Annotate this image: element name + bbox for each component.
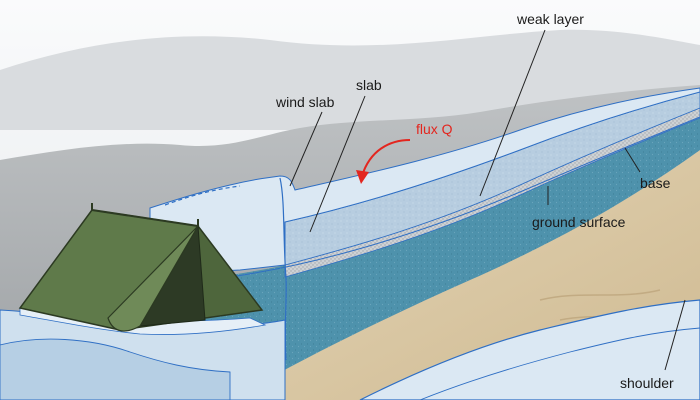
label-weak-layer: weak layer (516, 11, 584, 27)
label-flux: flux Q (416, 121, 453, 137)
shoulder-snow (359, 299, 700, 400)
label-shoulder: shoulder (620, 375, 674, 391)
tent-icon (18, 203, 267, 335)
label-ground-surface: ground surface (532, 214, 626, 230)
wind-slab-layer (149, 87, 700, 272)
leader-base (624, 147, 641, 173)
lower-left-snow-mound (0, 338, 231, 400)
label-slab: slab (356, 77, 382, 93)
curved-arrow-icon (361, 139, 411, 177)
leader-shoulder (664, 299, 686, 371)
shoulder-snow-inner (419, 327, 700, 400)
curved-arrow-head (356, 170, 369, 184)
leader-weak-layer (479, 29, 546, 197)
dashed-snow-line (164, 185, 241, 206)
leader-wind-slab (289, 111, 323, 187)
label-wind-slab: wind slab (275, 94, 335, 110)
label-base: base (640, 175, 671, 191)
leader-slab (309, 95, 366, 233)
